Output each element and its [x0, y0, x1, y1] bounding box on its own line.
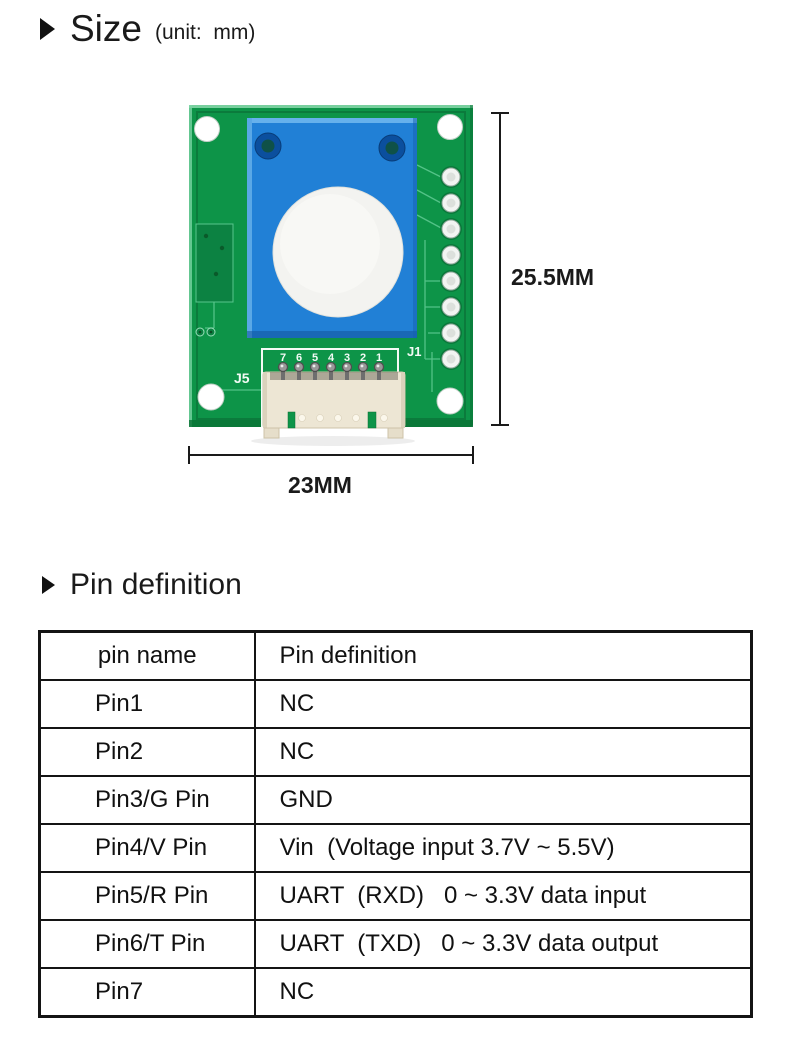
pin-definition-cell: NC — [253, 727, 753, 777]
jst-connector — [262, 361, 406, 439]
pin-name-cell: Pin5/R Pin — [38, 871, 256, 921]
size-unit-note: (unit: mm) — [154, 20, 256, 44]
column-header-pin-definition: Pin definition — [253, 630, 753, 681]
table-row: Pin7 NC — [38, 967, 753, 1018]
pin-name-cell: Pin7 — [38, 967, 256, 1018]
sensor-membrane — [272, 186, 404, 318]
pin-section-header: Pin definition — [42, 570, 242, 600]
height-dimension-label: 25.5MM — [511, 264, 594, 290]
pin-name-cell: Pin6/T Pin — [38, 919, 256, 969]
silk-label-j1: J1 — [407, 344, 421, 359]
width-dimension — [188, 446, 474, 464]
mounting-holes — [194, 114, 464, 415]
pin-definition-cell: Vin (Voltage input 3.7V ~ 5.5V) — [253, 823, 753, 873]
pin-name-cell: Pin4/V Pin — [38, 823, 256, 873]
connector-shadow — [251, 436, 415, 446]
module-screw-hole — [378, 134, 406, 162]
pin-number-label: 2 — [360, 352, 366, 364]
pin-number-label: 4 — [328, 352, 335, 364]
sensor-module — [247, 118, 417, 338]
size-section-header: Size (unit: mm) — [40, 10, 255, 47]
table-row: Pin5/R Pin UART (RXD) 0 ~ 3.3V data inpu… — [38, 871, 753, 921]
pin-definition-table: pin name Pin definition Pin1 NC Pin2 NC … — [38, 630, 753, 1018]
mounting-hole — [436, 387, 464, 415]
table-row: Pin2 NC — [38, 727, 753, 777]
pcb-size-diagram: J5 J1 7 6 5 4 3 2 1 — [188, 105, 594, 498]
pin-number-label: 3 — [344, 352, 350, 364]
pin-definition-cell: UART (TXD) 0 ~ 3.3V data output — [253, 919, 753, 969]
mounting-hole — [194, 116, 220, 142]
pin-number-label: 5 — [312, 352, 318, 364]
pin-name-cell: Pin3/G Pin — [38, 775, 256, 825]
size-section-title: Size — [70, 8, 142, 49]
pin-definition-cell: NC — [253, 967, 753, 1018]
height-dimension — [491, 112, 509, 426]
pin-number-label: 6 — [296, 352, 302, 364]
j1-through-holes — [440, 166, 462, 370]
pin-definition-cell: GND — [253, 775, 753, 825]
pin-number-label: 1 — [376, 352, 382, 364]
pin-name-cell: Pin1 — [38, 679, 256, 729]
table-row: Pin3/G Pin GND — [38, 775, 753, 825]
table-row: Pin1 NC — [38, 679, 753, 729]
table-row: Pin6/T Pin UART (TXD) 0 ~ 3.3V data outp… — [38, 919, 753, 969]
pin-name-cell: Pin2 — [38, 727, 256, 777]
triangle-bullet-icon — [42, 576, 55, 594]
column-header-pin-name: pin name — [38, 630, 256, 681]
pin-number-labels: 7 6 5 4 3 2 1 — [280, 352, 382, 364]
table-row: Pin4/V Pin Vin (Voltage input 3.7V ~ 5.5… — [38, 823, 753, 873]
mounting-hole — [197, 383, 225, 411]
table-header-row: pin name Pin definition — [38, 630, 753, 681]
mounting-hole — [437, 114, 463, 140]
component-footprint — [195, 223, 234, 337]
triangle-bullet-icon — [40, 17, 55, 40]
module-screw-hole — [254, 132, 282, 160]
pin-section-title: Pin definition — [70, 568, 242, 601]
pin-definition-cell: NC — [253, 679, 753, 729]
connector-pins — [277, 361, 385, 380]
pin-definition-cell: UART (RXD) 0 ~ 3.3V data input — [253, 871, 753, 921]
pin-number-label: 7 — [280, 352, 286, 364]
width-dimension-label: 23MM — [288, 472, 352, 498]
silk-label-j5: J5 — [234, 370, 250, 386]
